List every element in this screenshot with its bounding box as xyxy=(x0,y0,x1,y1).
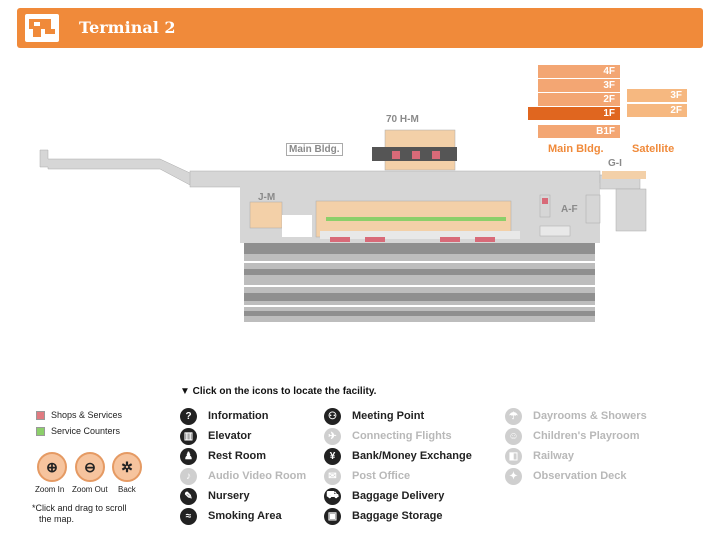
terminal-map[interactable]: 4F 3F 2F 1F B1F 3F 2F Main Bldg. Satelli… xyxy=(0,55,711,355)
zoom-out-label: Zoom Out xyxy=(72,485,108,494)
post-office-icon: ✉ xyxy=(324,467,341,485)
facility-connecting-flights: ✈ Connecting Flights xyxy=(324,427,452,445)
map-canvas[interactable] xyxy=(0,55,711,355)
nursery-icon: ✎ xyxy=(180,487,197,505)
facility-baggage-storage[interactable]: ▣ Baggage Storage xyxy=(324,507,442,525)
elevator-icon: ▥ xyxy=(180,427,197,445)
scroll-note: *Click and drag to scroll the map. xyxy=(32,503,127,525)
audio-video-icon: ♪ xyxy=(180,467,197,485)
floor-main-2f[interactable]: 2F xyxy=(538,93,620,106)
restroom-icon: ♟ xyxy=(180,447,197,465)
baggage-storage-icon: ▣ xyxy=(324,507,341,525)
smoking-icon: ≈ xyxy=(180,507,197,525)
zoom-in-icon: ⊕ xyxy=(46,458,58,475)
back-icon: ✲ xyxy=(121,458,133,475)
zoom-out-button[interactable]: ⊖ xyxy=(75,452,105,482)
floor-main-b1f[interactable]: B1F xyxy=(538,125,620,138)
facility-smoking-area[interactable]: ≈ Smoking Area xyxy=(180,507,282,525)
zoom-in-button[interactable]: ⊕ xyxy=(37,452,67,482)
facility-meeting-point[interactable]: ⚇ Meeting Point xyxy=(324,407,424,425)
main-bldg-floor-label: Main Bldg. xyxy=(548,143,604,155)
facility-post-office: ✉ Post Office xyxy=(324,467,410,485)
facility-baggage-delivery[interactable]: ⛟ Baggage Delivery xyxy=(324,487,444,505)
gates-j-m-label: J-M xyxy=(258,192,276,203)
playroom-icon: ☺ xyxy=(505,427,522,445)
observation-deck-icon: ✦ xyxy=(505,467,522,485)
legend-shops: Shops & Services xyxy=(36,410,122,420)
facility-bank-money-exchange[interactable]: ¥ Bank/Money Exchange xyxy=(324,447,472,465)
floor-satellite-3f[interactable]: 3F xyxy=(627,89,687,102)
gates-g-i-label: G-I xyxy=(608,158,622,169)
shower-icon: ☂ xyxy=(505,407,522,425)
baggage-delivery-icon: ⛟ xyxy=(324,487,341,505)
facility-dayrooms-showers: ☂ Dayrooms & Showers xyxy=(505,407,647,425)
zoom-in-label: Zoom In xyxy=(35,485,65,494)
scroll-note-line1: *Click and drag to scroll xyxy=(32,503,127,513)
bank-icon: ¥ xyxy=(324,447,341,465)
facility-elevator[interactable]: ▥ Elevator xyxy=(180,427,251,445)
gates-a-f-label: A-F xyxy=(561,204,578,215)
legend-service-label: Service Counters xyxy=(51,426,121,436)
scroll-note-line2: the map. xyxy=(39,514,75,524)
floor-main-1f[interactable]: 1F xyxy=(528,107,620,120)
floor-main-3f[interactable]: 3F xyxy=(538,79,620,92)
zoom-out-icon: ⊖ xyxy=(84,458,96,475)
instruction-text: ▼ Click on the icons to locate the facil… xyxy=(180,386,377,397)
legend-shops-label: Shops & Services xyxy=(51,410,123,420)
satellite-floor-label: Satellite xyxy=(632,143,675,155)
gates-h-m-label: 70 H-M xyxy=(386,114,419,125)
facility-rest-room[interactable]: ♟ Rest Room xyxy=(180,447,266,465)
legend-service: Service Counters xyxy=(36,426,120,436)
facility-railway: ◧ Railway xyxy=(505,447,574,465)
page-header: Terminal 2 xyxy=(17,8,703,48)
facility-nursery[interactable]: ✎ Nursery xyxy=(180,487,250,505)
facility-information[interactable]: ? Information xyxy=(180,407,269,425)
railway-icon: ◧ xyxy=(505,447,522,465)
facility-observation-deck: ✦ Observation Deck xyxy=(505,467,627,485)
floor-satellite-2f[interactable]: 2F xyxy=(627,104,687,117)
question-icon: ? xyxy=(180,407,197,425)
meeting-point-icon: ⚇ xyxy=(324,407,341,425)
facility-audio-video-room: ♪ Audio Video Room xyxy=(180,467,306,485)
service-swatch xyxy=(36,426,45,436)
page-title: Terminal 2 xyxy=(79,18,176,37)
shops-swatch xyxy=(36,410,45,420)
terminal-logo-icon xyxy=(25,14,59,42)
facility-childrens-playroom: ☺ Children's Playroom xyxy=(505,427,640,445)
floor-main-4f[interactable]: 4F xyxy=(538,65,620,78)
back-label: Back xyxy=(118,485,136,494)
connecting-flights-icon: ✈ xyxy=(324,427,341,445)
main-bldg-map-label: Main Bldg. xyxy=(286,143,343,156)
back-button[interactable]: ✲ xyxy=(112,452,142,482)
